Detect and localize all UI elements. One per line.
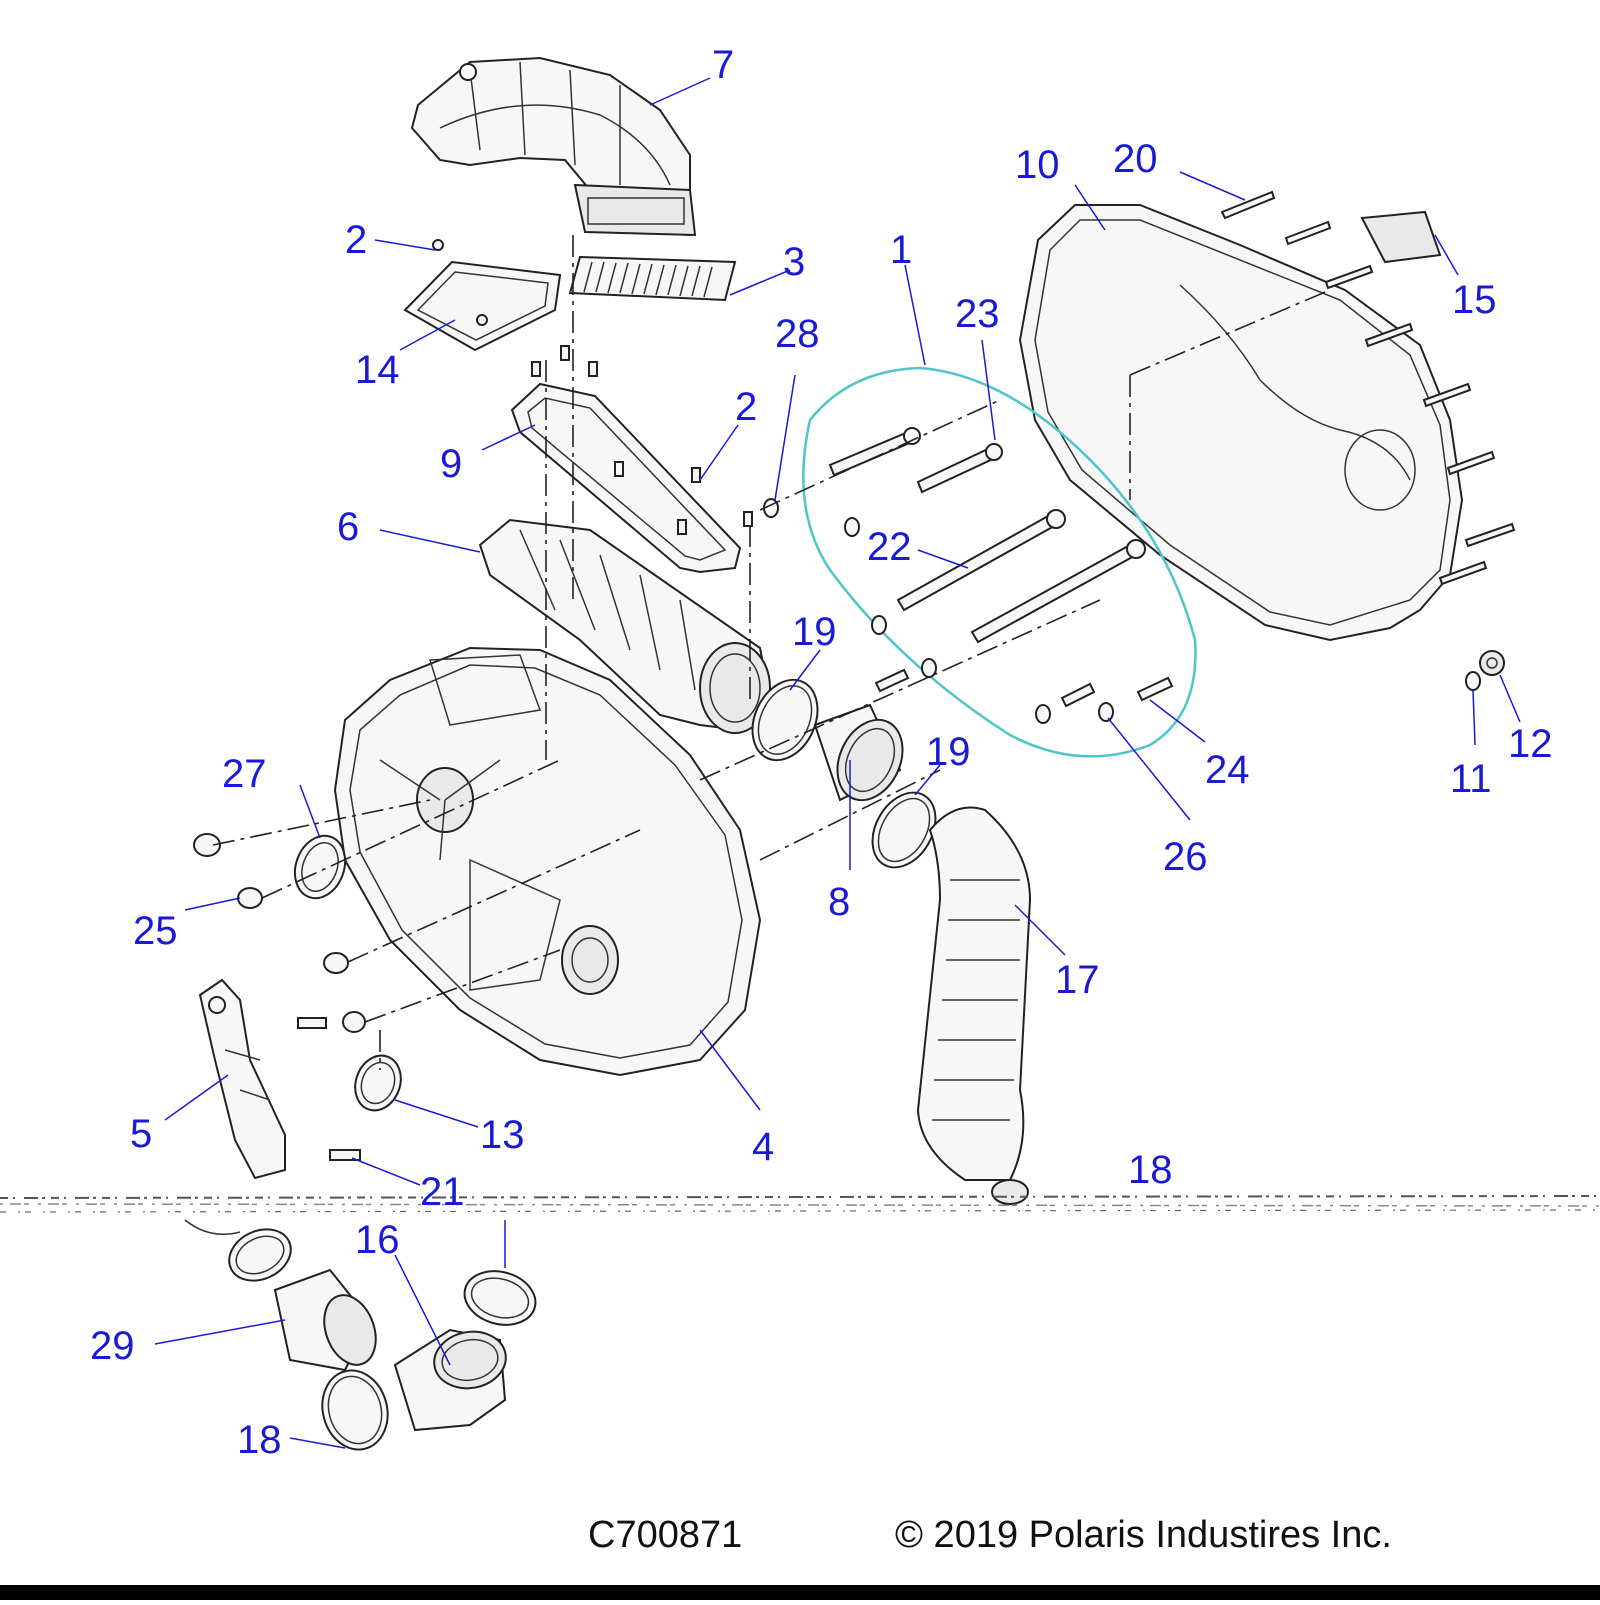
callout-21: 21 [420, 1170, 465, 1214]
copyright-notice: © 2019 Polaris Industires Inc. [895, 1514, 1392, 1556]
callout-15: 15 [1452, 278, 1497, 322]
scan-noise-band [0, 1195, 1600, 1213]
plugs [193, 833, 366, 1161]
part-3-grille [568, 255, 737, 302]
callout-1: 1 [890, 228, 912, 272]
part-15-decal [1360, 210, 1442, 264]
part-14-cover-plate [403, 239, 562, 352]
callout-22: 22 [867, 525, 912, 569]
long-bolts [828, 427, 1174, 708]
callout-4: 4 [752, 1125, 774, 1169]
callout-7: 7 [712, 43, 734, 87]
part-16-boot [393, 1328, 507, 1432]
part-18-clamp-lower [321, 1369, 389, 1451]
callout-26: 26 [1163, 835, 1208, 879]
part-5-bracket [198, 978, 286, 1180]
callout-20: 20 [1113, 137, 1158, 181]
part-13-o-ring [354, 1054, 402, 1112]
callout-29: 29 [90, 1324, 135, 1368]
callout-27: 27 [222, 752, 267, 796]
leader-lines [154, 77, 1521, 1449]
assembly-centerlines [212, 235, 1331, 1070]
callout-18-upper: 18 [1128, 1148, 1173, 1192]
bolts-outer-cover [1220, 190, 1516, 586]
part-29-adapter [184, 1219, 377, 1372]
callout-5: 5 [130, 1112, 152, 1156]
callout-6: 6 [337, 505, 359, 549]
part-18-clamp-upper [463, 1270, 537, 1326]
callout-3: 3 [783, 240, 805, 284]
callout-10: 10 [1015, 143, 1060, 187]
diagram-code: C700871 [588, 1514, 742, 1556]
callout-25: 25 [133, 909, 178, 953]
callout-9: 9 [440, 442, 462, 486]
footer-bar [0, 1585, 1600, 1600]
callout-2-upper: 2 [345, 218, 367, 262]
callout-23: 23 [955, 292, 1000, 336]
callout-8: 8 [828, 880, 850, 924]
screws-upper [531, 345, 753, 535]
callout-19-lower: 19 [926, 730, 971, 774]
part-8-coupler [813, 703, 904, 802]
callout-19-upper: 19 [792, 610, 837, 654]
callout-28: 28 [775, 312, 820, 356]
part-12-nut [1479, 650, 1505, 676]
callout-12: 12 [1508, 722, 1553, 766]
part-4-inner-cover [333, 646, 762, 1077]
callout-2-lower: 2 [735, 385, 757, 429]
part-17-outlet-duct [916, 806, 1032, 1205]
part-7-intake-duct [410, 56, 697, 237]
part-19-hose-clamps [751, 678, 937, 869]
footer: C700871 © 2019 Polaris Industires Inc. [0, 1514, 1600, 1600]
part-1-drive-belt [802, 366, 1197, 758]
part-27-o-ring [293, 834, 347, 900]
part-11-washer [1465, 671, 1481, 691]
part-10-outer-cover [1018, 204, 1464, 642]
callout-16: 16 [355, 1218, 400, 1262]
callout-13: 13 [480, 1113, 525, 1157]
part-6-duct-housing [478, 518, 772, 734]
callout-17: 17 [1055, 958, 1100, 1002]
washers [763, 498, 1114, 724]
callout-18-lower: 18 [237, 1418, 282, 1462]
callout-labels: 7 2 3 14 9 2 28 6 1 23 22 10 20 15 12 11… [90, 43, 1553, 1462]
callout-11: 11 [1450, 757, 1492, 801]
callout-14: 14 [355, 348, 400, 392]
callout-24: 24 [1205, 748, 1250, 792]
